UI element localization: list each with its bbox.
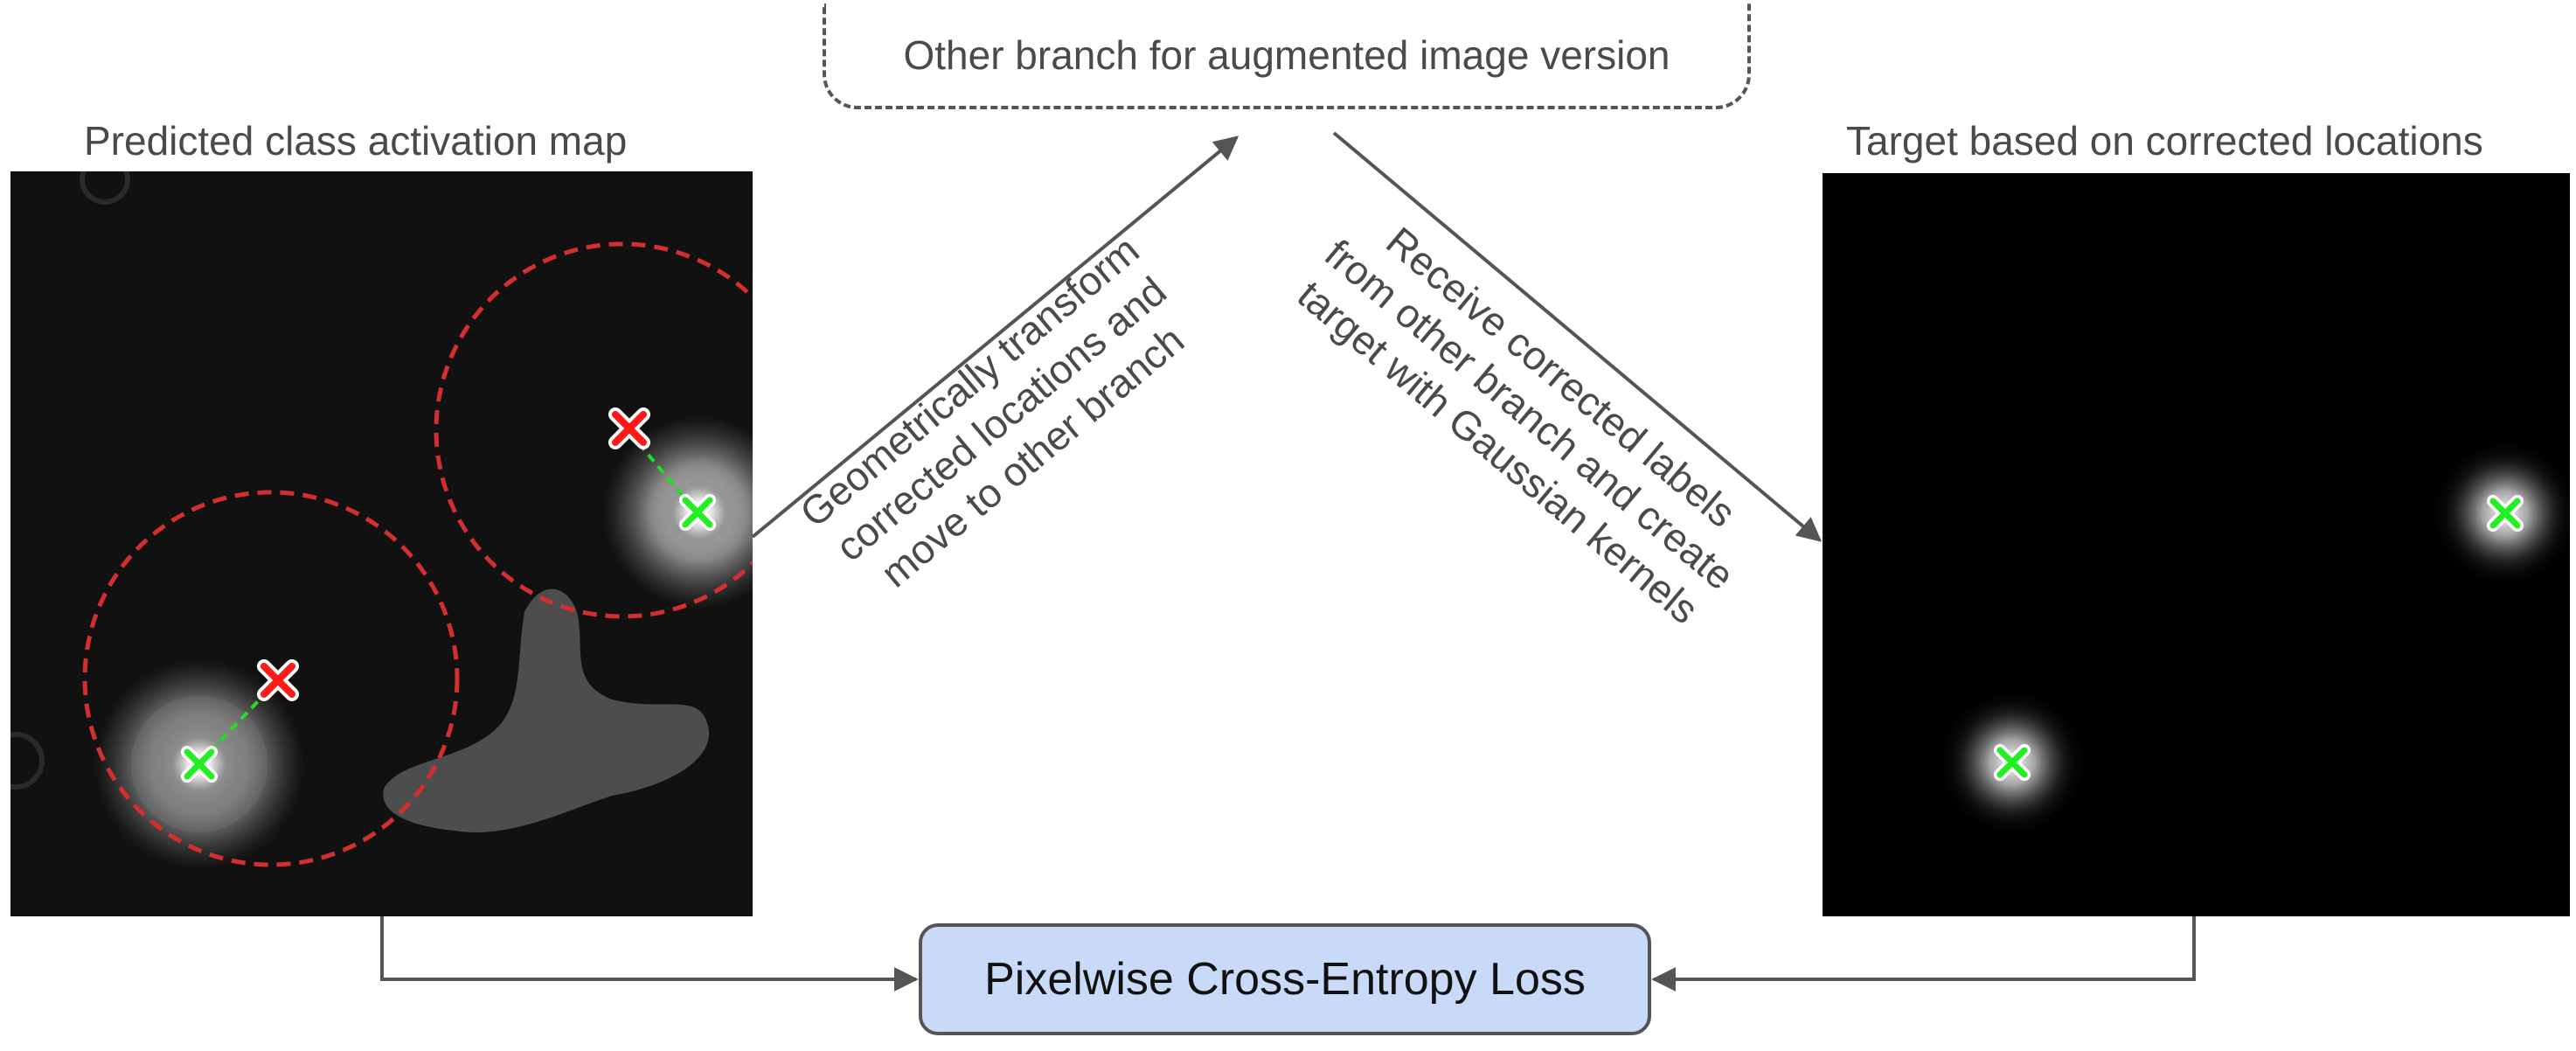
arrow-to-other-branch bbox=[751, 136, 1239, 539]
target-map bbox=[1823, 173, 2570, 916]
arrow-from-other-branch bbox=[1332, 131, 1823, 542]
arrow-left-to-loss bbox=[380, 916, 919, 992]
other-branch-box: Other branch for augmented image version bbox=[823, 3, 1751, 109]
arrow-right-to-loss bbox=[1651, 916, 2196, 992]
corrected-marker bbox=[181, 746, 218, 783]
left-caption: Predicted class activation map bbox=[84, 118, 628, 164]
corrected-marker bbox=[2487, 495, 2524, 532]
predicted-marker bbox=[608, 407, 650, 449]
predicted-marker bbox=[257, 659, 299, 701]
other-branch-label: Other branch for augmented image version bbox=[903, 31, 1670, 78]
corrected-marker bbox=[679, 494, 716, 531]
loss-box: Pixelwise Cross-Entropy Loss bbox=[919, 923, 1651, 1035]
corrected-marker bbox=[1994, 744, 2031, 781]
right-caption: Target based on corrected locations bbox=[1846, 118, 2483, 164]
predicted-map bbox=[10, 171, 753, 916]
loss-label: Pixelwise Cross-Entropy Loss bbox=[984, 954, 1586, 1005]
